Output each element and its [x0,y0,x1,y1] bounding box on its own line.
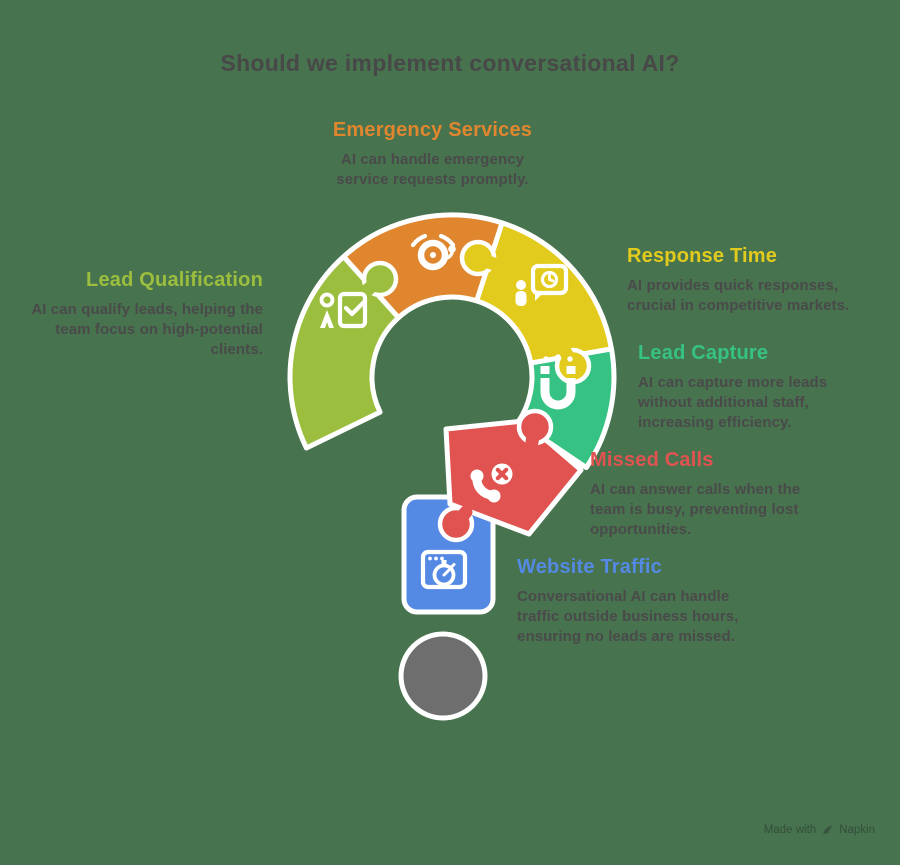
puzzle-knob [437,505,475,543]
section-lead-capture: Lead Capture AI can capture more leads w… [638,342,878,432]
section-emergency-services: Emergency Services AI can handle emergen… [280,119,585,190]
watermark-brand: Napkin [839,823,875,836]
section-description: Conversational AI can handle traffic out… [517,588,739,645]
section-description: AI can answer calls when the team is bus… [590,481,801,538]
section-description: AI can capture more leads without additi… [638,374,828,431]
puzzle-piece-missed-calls [443,418,584,537]
browser-timer-icon [420,549,468,590]
section-label: Emergency Services [332,119,533,141]
section-label: Missed Calls [590,449,714,471]
alarm-bell-icon [410,233,456,271]
puzzle-piece-lead-qualification [287,254,401,451]
section-description: AI can handle emergency service requests… [336,151,529,188]
section-label: Website Traffic [517,556,662,578]
puzzle-knob [459,239,501,277]
section-label: Lead Qualification [86,269,263,291]
watermark-made-with: Made with [763,823,817,836]
section-missed-calls: Missed Calls AI can answer calls when th… [590,449,840,539]
section-response-time: Response Time AI provides quick response… [627,245,877,316]
person-checklist-icon [319,291,368,329]
magnet-icon [540,354,576,410]
section-label: Lead Capture [638,342,769,364]
section-label: Response Time [627,245,778,267]
section-website-traffic: Website Traffic Conversational AI can ha… [517,556,787,646]
page-title: Should we implement conversational AI? [220,50,680,76]
missed-call-icon [470,463,513,503]
napkin-logo-icon [823,825,833,834]
section-description: AI can qualify leads, helping the team f… [31,301,263,358]
person-chat-clock-icon [515,263,569,306]
napkin-watermark: Made with Napkin [764,823,875,836]
puzzle-knob [516,408,554,449]
puzzle-knob [357,260,399,300]
question-mark-dot [398,631,488,721]
section-description: AI provides quick responses, crucial in … [627,277,850,314]
section-lead-qualification: Lead Qualification AI can qualify leads,… [20,269,263,359]
